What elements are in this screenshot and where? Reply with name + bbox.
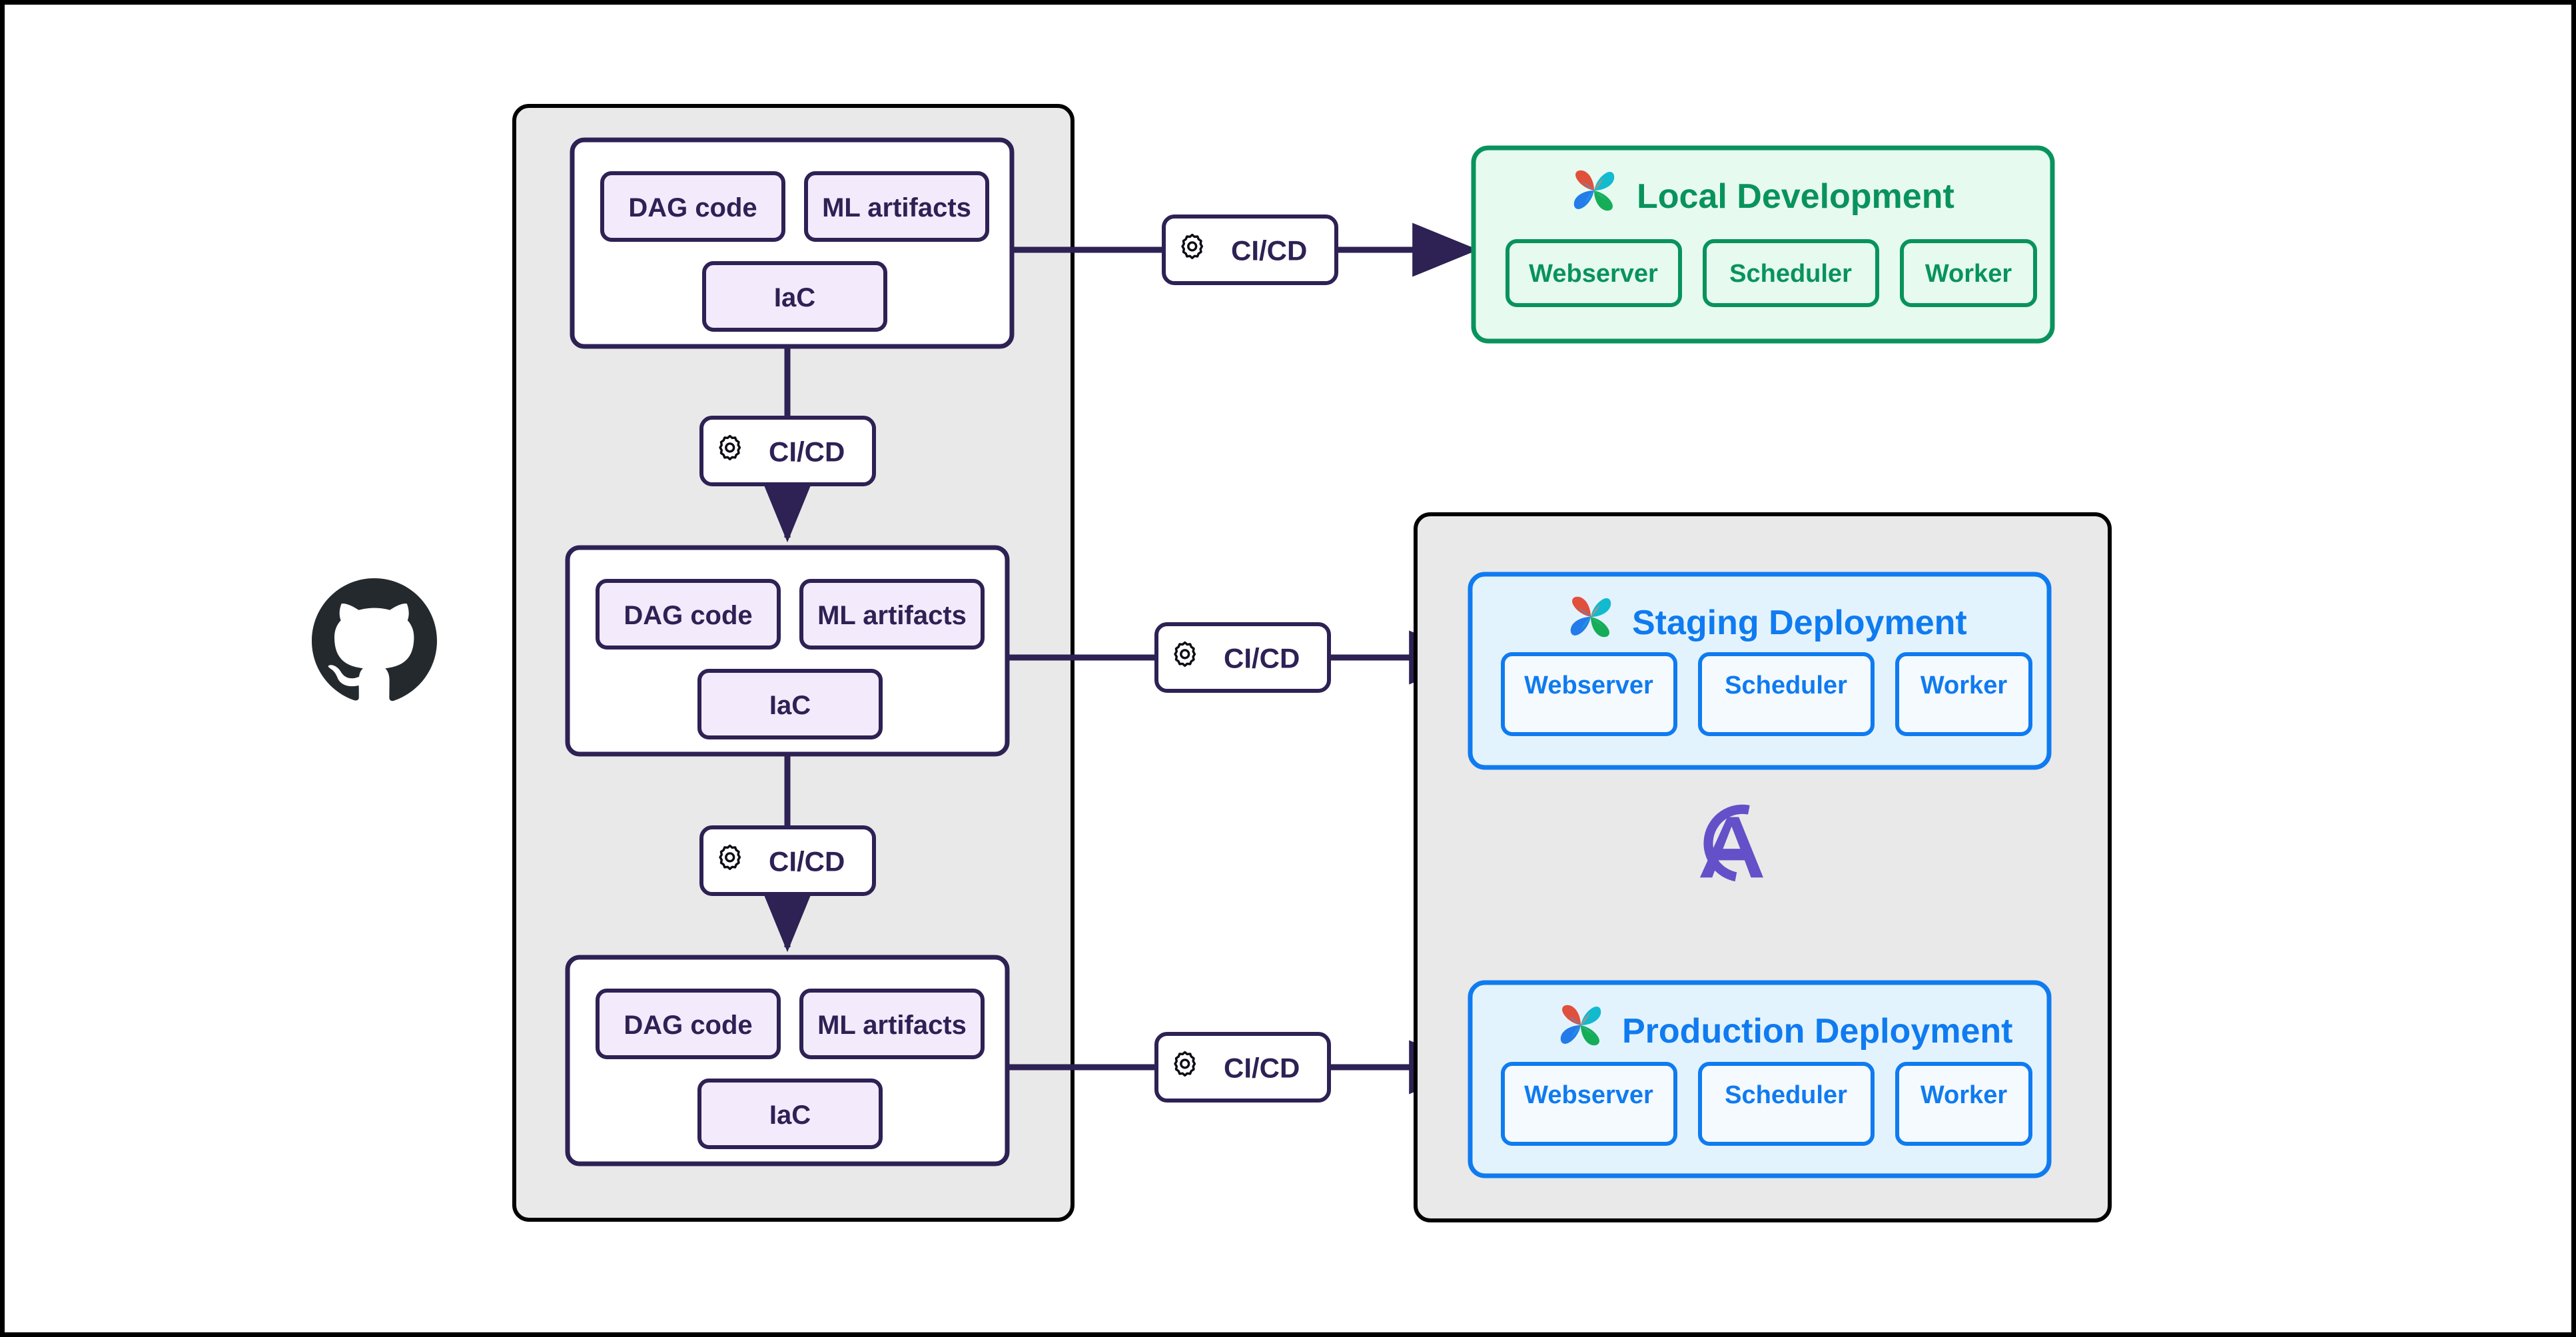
service-scheduler[interactable]	[1698, 652, 1875, 736]
service-webserver[interactable]	[1505, 239, 1682, 307]
env-staging-deployment: Staging Deployment Webserver Scheduler W…	[1468, 572, 2052, 770]
service-webserver-label: Webserver	[1529, 260, 1658, 288]
artifact-ml-artifacts[interactable]	[799, 989, 985, 1059]
service-scheduler-label: Scheduler	[1725, 671, 1847, 699]
cicd-pill-staging-out-label: CI/CD	[1224, 643, 1300, 674]
github-octocat-icon	[312, 578, 437, 701]
production-deployment-title: Production Deployment	[1622, 1012, 2012, 1051]
service-scheduler-label: Scheduler	[1725, 1081, 1847, 1109]
artifact-ml-artifacts-label: ML artifacts	[817, 1011, 967, 1040]
service-scheduler[interactable]	[1703, 239, 1879, 307]
cicd-pill-prod-out-box[interactable]	[1154, 1032, 1331, 1103]
repo-prod: DAG code ML artifacts IaC	[565, 955, 1010, 1166]
artifact-ml-artifacts-label: ML artifacts	[822, 193, 971, 223]
artifact-iac[interactable]	[697, 669, 883, 739]
service-worker[interactable]	[1895, 1062, 2032, 1146]
cicd-pill-prod-out[interactable]: CI/CD	[1154, 1032, 1331, 1103]
env-production-deployment: Production Deployment Webserver Schedule…	[1468, 980, 2052, 1178]
cicd-pill-prod-out-label: CI/CD	[1224, 1053, 1300, 1084]
cicd-pill-dev-to-staging-label: CI/CD	[769, 436, 845, 468]
repo-staging: DAG code ML artifacts IaC	[565, 545, 1010, 757]
service-scheduler-label: Scheduler	[1729, 260, 1852, 288]
cicd-pill-staging-out-box[interactable]	[1154, 622, 1331, 693]
env-local-development: Local Development Webserver Scheduler Wo…	[1471, 145, 2055, 344]
artifact-iac-label: IaC	[774, 283, 815, 312]
artifact-ml-artifacts[interactable]	[804, 171, 989, 242]
cicd-pill-dev-to-staging-box[interactable]	[699, 416, 876, 486]
service-worker[interactable]	[1900, 239, 2037, 307]
artifact-dag-code[interactable]	[596, 579, 781, 650]
cicd-pill-dev-out[interactable]: CI/CD	[1162, 215, 1338, 285]
cicd-pill-dev-to-staging[interactable]: CI/CD	[699, 416, 876, 486]
artifact-ml-artifacts[interactable]	[799, 579, 985, 650]
cicd-pill-staging-out[interactable]: CI/CD	[1154, 622, 1331, 693]
service-webserver[interactable]	[1501, 652, 1677, 736]
service-webserver[interactable]	[1501, 1062, 1677, 1146]
staging-deployment-title: Staging Deployment	[1632, 604, 1967, 642]
service-worker[interactable]	[1895, 652, 2032, 736]
service-webserver-label: Webserver	[1524, 1081, 1653, 1109]
cicd-pill-staging-to-prod-label: CI/CD	[769, 846, 845, 877]
cicd-pill-staging-to-prod-box[interactable]	[699, 825, 876, 896]
service-worker-label: Worker	[1925, 260, 2012, 288]
service-worker-label: Worker	[1921, 1081, 2007, 1109]
artifact-iac[interactable]	[697, 1079, 883, 1149]
artifact-iac-label: IaC	[769, 1101, 811, 1130]
artifact-dag-code-label: DAG code	[624, 1011, 752, 1040]
repo-dev: DAG code ML artifacts IaC	[570, 137, 1015, 349]
artifact-iac-label: IaC	[769, 691, 811, 720]
artifact-dag-code[interactable]	[596, 989, 781, 1059]
cicd-pill-staging-to-prod[interactable]: CI/CD	[699, 825, 876, 896]
artifact-dag-code-label: DAG code	[628, 193, 757, 223]
artifact-ml-artifacts-label: ML artifacts	[817, 601, 967, 630]
artifact-dag-code[interactable]	[600, 171, 785, 242]
service-webserver-label: Webserver	[1524, 671, 1653, 699]
service-worker-label: Worker	[1921, 671, 2007, 699]
artifact-dag-code-label: DAG code	[624, 601, 752, 630]
service-scheduler[interactable]	[1698, 1062, 1875, 1146]
cicd-pill-dev-out-box[interactable]	[1162, 215, 1338, 285]
cicd-pill-dev-out-label: CI/CD	[1231, 235, 1307, 266]
artifact-iac[interactable]	[702, 261, 887, 332]
local-development-title: Local Development	[1637, 177, 1954, 216]
